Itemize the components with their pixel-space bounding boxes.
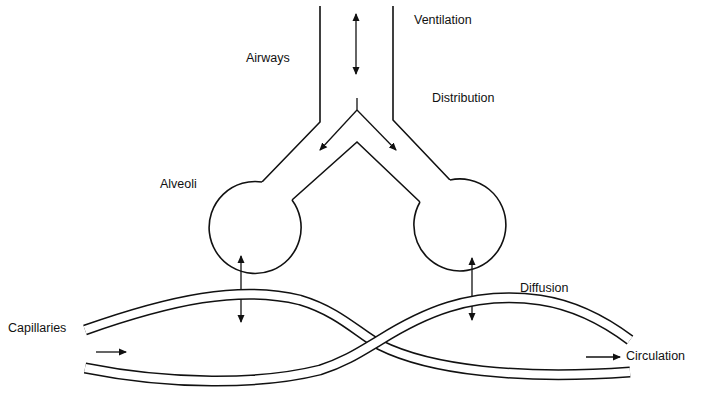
capillary-outline — [85, 298, 630, 381]
outflow-arrow — [586, 356, 620, 357]
capillaries — [85, 294, 630, 381]
distribution-stem — [356, 98, 357, 110]
alveolus — [209, 181, 301, 273]
ventilation-arrow — [355, 14, 356, 74]
airways-label: Airways — [246, 52, 290, 66]
capillary-lumen — [85, 298, 630, 381]
inflow-arrow — [96, 351, 126, 352]
alveoli-label: Alveoli — [160, 178, 197, 192]
alveoli — [209, 179, 506, 274]
distribution-arrow — [357, 110, 396, 150]
airway-wall — [262, 6, 320, 182]
alveolus — [414, 179, 506, 271]
diffusion-label: Diffusion — [520, 282, 568, 296]
airway-walls — [262, 6, 450, 202]
capillaries-label: Capillaries — [8, 322, 66, 336]
ventilation-label: Ventilation — [414, 14, 472, 28]
blood-flow-arrows — [96, 352, 620, 357]
flow-arrows — [241, 14, 472, 322]
circulation-label: Circulation — [626, 350, 685, 364]
distribution-arrow — [320, 110, 357, 150]
distribution-label: Distribution — [432, 92, 495, 106]
diffusion-arrow — [471, 258, 472, 320]
airway-wall — [292, 142, 420, 202]
